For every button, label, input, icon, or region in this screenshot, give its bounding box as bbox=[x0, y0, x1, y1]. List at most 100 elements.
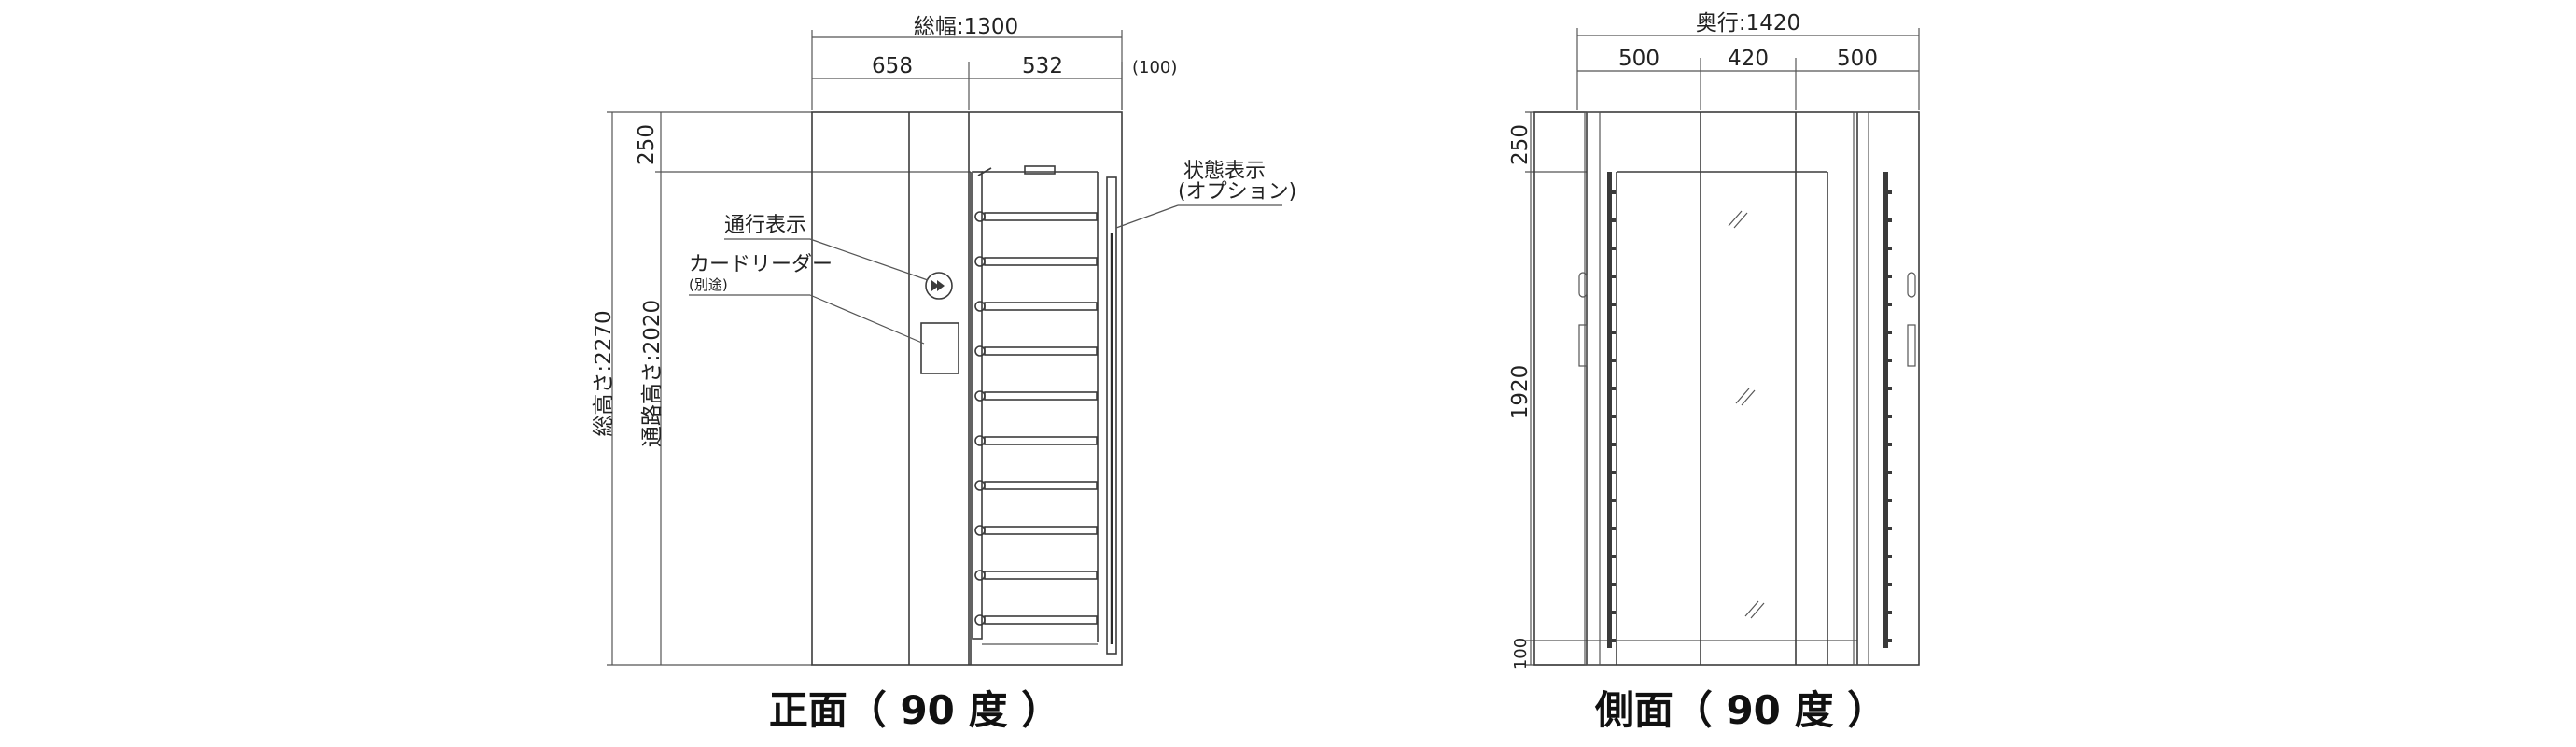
total-depth-label: 奥行:1420 bbox=[1696, 11, 1800, 35]
rail-tick bbox=[1883, 247, 1892, 250]
status-display-label: 状態表示 bbox=[1183, 160, 1266, 183]
rail-tick bbox=[1607, 359, 1616, 362]
rail-tick bbox=[1883, 303, 1892, 306]
rotor-arm bbox=[984, 302, 1098, 311]
rail-tick bbox=[1883, 331, 1892, 334]
pass-indicator-label: 通行表示 bbox=[724, 214, 806, 237]
rail-tick bbox=[1883, 499, 1892, 502]
rotor-arm bbox=[984, 526, 1098, 535]
rail-tick bbox=[1607, 247, 1616, 250]
arm-pivot bbox=[974, 570, 986, 581]
callouts-front: 通行表示 カードリーダー (別途) 状態表示 (オプション) bbox=[689, 160, 1296, 345]
rail-tick bbox=[1607, 555, 1616, 558]
dimension-side-heights: 250 1920 100 bbox=[1508, 111, 1857, 669]
total-height-label: 総高さ:2270 bbox=[592, 310, 616, 436]
rotor-arm bbox=[984, 571, 1098, 580]
rail-tick bbox=[1883, 218, 1892, 222]
left-card-reader-icon bbox=[1578, 324, 1588, 367]
rail-tick bbox=[1607, 499, 1616, 502]
rail-tick bbox=[1883, 471, 1892, 474]
arm-group bbox=[974, 211, 1098, 626]
card-reader-icon bbox=[920, 322, 959, 374]
side-body bbox=[1533, 111, 1920, 666]
rail-tick bbox=[1607, 611, 1616, 614]
arm-pivot bbox=[974, 256, 986, 267]
rail-tick bbox=[1883, 443, 1892, 446]
left-depth-label: 500 bbox=[1618, 47, 1659, 71]
status-display-note: (オプション) bbox=[1178, 180, 1296, 204]
total-width-label: 総幅:1300 bbox=[914, 15, 1018, 39]
rail-tick bbox=[1883, 387, 1892, 390]
dimension-heights: 250 総高さ:2270 通路高さ:2020 bbox=[592, 111, 971, 666]
front-view-caption: 正面（ 90 度 ） bbox=[769, 687, 1060, 733]
arm-pivot bbox=[974, 435, 986, 446]
rotor-arm bbox=[984, 391, 1098, 401]
dimension-sub-depths: 500 420 500 bbox=[1577, 47, 1919, 110]
top-height-label: 250 bbox=[635, 124, 659, 165]
rail-tick bbox=[1883, 359, 1892, 362]
dimension-total-depth: 奥行:1420 bbox=[1576, 11, 1920, 110]
rotor-arm bbox=[984, 346, 1098, 356]
arm-pivot bbox=[974, 211, 986, 222]
card-reader-note: (別途) bbox=[689, 276, 728, 293]
side-view-caption: 側面（ 90 度 ） bbox=[1594, 687, 1886, 733]
rail-tick bbox=[1883, 611, 1892, 614]
side-bottom-height-label: 100 bbox=[1511, 638, 1531, 669]
right-depth-label: 500 bbox=[1837, 47, 1878, 71]
rail-tick bbox=[1883, 415, 1892, 418]
rail-tick bbox=[1607, 415, 1616, 418]
rail-tick bbox=[1607, 471, 1616, 474]
left-status-lamp-icon bbox=[1578, 272, 1588, 298]
front-view: 総幅:1300 658 532 (100) 250 総高さ:2270 通路高さ:… bbox=[592, 15, 1296, 733]
arm-pivot bbox=[974, 390, 986, 402]
rail-tick bbox=[1883, 555, 1892, 558]
glass-reflection-icon bbox=[1728, 210, 1765, 619]
right-status-lamp-icon bbox=[1907, 272, 1916, 298]
right-width-label: 532 bbox=[1022, 54, 1063, 78]
rail-tick bbox=[1883, 190, 1892, 194]
rail-tick bbox=[1607, 218, 1616, 222]
side-view: 奥行:1420 500 420 500 250 1920 100 bbox=[1508, 11, 1920, 733]
arm-pivot bbox=[974, 480, 986, 491]
side-top-height-label: 250 bbox=[1508, 124, 1533, 165]
side-mid-height-label: 1920 bbox=[1508, 365, 1533, 420]
arm-pivot bbox=[974, 345, 986, 357]
rotor-arm bbox=[984, 436, 1098, 445]
rail-tick bbox=[1883, 527, 1892, 530]
rail-tick bbox=[1607, 527, 1616, 530]
rail-tick bbox=[1883, 639, 1892, 642]
left-width-label: 658 bbox=[872, 54, 913, 78]
card-reader-label: カードリーダー bbox=[689, 253, 833, 276]
pass-indicator-icon bbox=[925, 272, 953, 300]
center-depth-label: 420 bbox=[1728, 47, 1769, 71]
arm-pivot bbox=[974, 614, 986, 626]
dimension-total-width: 総幅:1300 bbox=[811, 15, 1123, 110]
rail-tick bbox=[1607, 639, 1616, 642]
rail-tick bbox=[1607, 331, 1616, 334]
rotor-arm bbox=[984, 212, 1098, 221]
rail-tick bbox=[1607, 583, 1616, 586]
side-margin-label: (100) bbox=[1132, 58, 1177, 78]
gate-body bbox=[811, 111, 1123, 666]
rail-tick bbox=[1607, 190, 1616, 194]
rail-tick bbox=[1607, 443, 1616, 446]
rail-ticks bbox=[1607, 190, 1892, 642]
right-card-reader-icon bbox=[1907, 324, 1916, 367]
rotor-arms bbox=[972, 165, 1099, 645]
rail-tick bbox=[1607, 387, 1616, 390]
left-rail bbox=[1607, 172, 1612, 648]
rotor-arm bbox=[984, 481, 1098, 490]
rail-tick bbox=[1883, 275, 1892, 278]
rotor-arm bbox=[984, 257, 1098, 266]
arm-pivot bbox=[974, 525, 986, 536]
rail-tick bbox=[1607, 275, 1616, 278]
right-rail bbox=[1883, 172, 1888, 648]
dimension-sub-widths: 658 532 (100) bbox=[812, 54, 1177, 110]
rail-tick bbox=[1607, 303, 1616, 306]
passage-height-label: 通路高さ:2020 bbox=[640, 300, 665, 447]
status-display-strip bbox=[1106, 176, 1117, 655]
rotor-arm bbox=[984, 615, 1098, 625]
rail-tick bbox=[1883, 583, 1892, 586]
arm-pivot bbox=[974, 301, 986, 312]
